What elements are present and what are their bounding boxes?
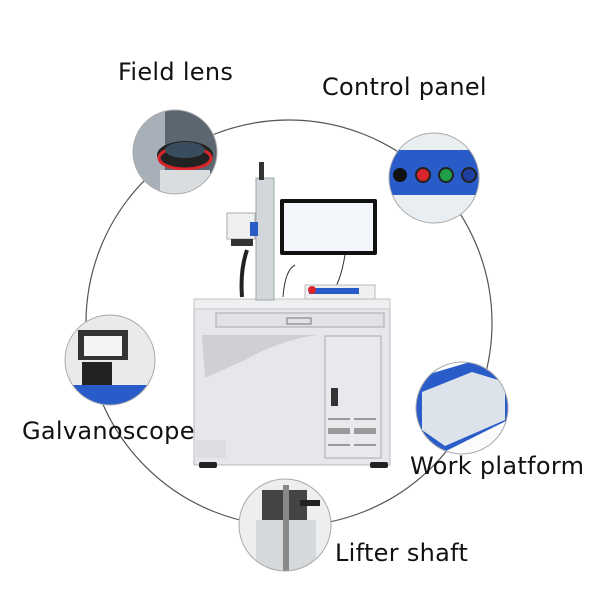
column-top-knob [259,162,264,180]
label-galvanoscope: Galvanoscope [22,417,195,445]
fiber-cable [239,249,249,298]
base-foot [196,440,226,458]
lifter-column [255,177,275,301]
control-panel-photo [389,133,479,223]
table-top [193,298,391,310]
label-control-panel: Control panel [322,73,487,101]
foot-right [370,462,388,468]
lifter-shaft-photo [239,479,331,571]
vent-grille [328,418,376,446]
galvo-lens [231,239,253,246]
emergency-stop [308,286,316,294]
monitor-screen [284,203,373,251]
cabinet-arch [202,335,318,378]
label-field-lens: Field lens [118,58,234,86]
power-switch [331,388,338,406]
drawer-handle [286,317,312,325]
control-box-blue-strip [309,288,359,294]
drawer [215,312,385,328]
galvanoscope-photo [65,315,155,405]
foot-left [199,462,217,468]
head-blue-plate [250,222,258,236]
field-lens-photo [133,110,217,194]
label-lifter-shaft: Lifter shaft [335,539,469,567]
work-platform-photo [416,362,508,454]
laser-marking-machine [193,162,391,468]
label-work-platform: Work platform [410,452,585,480]
